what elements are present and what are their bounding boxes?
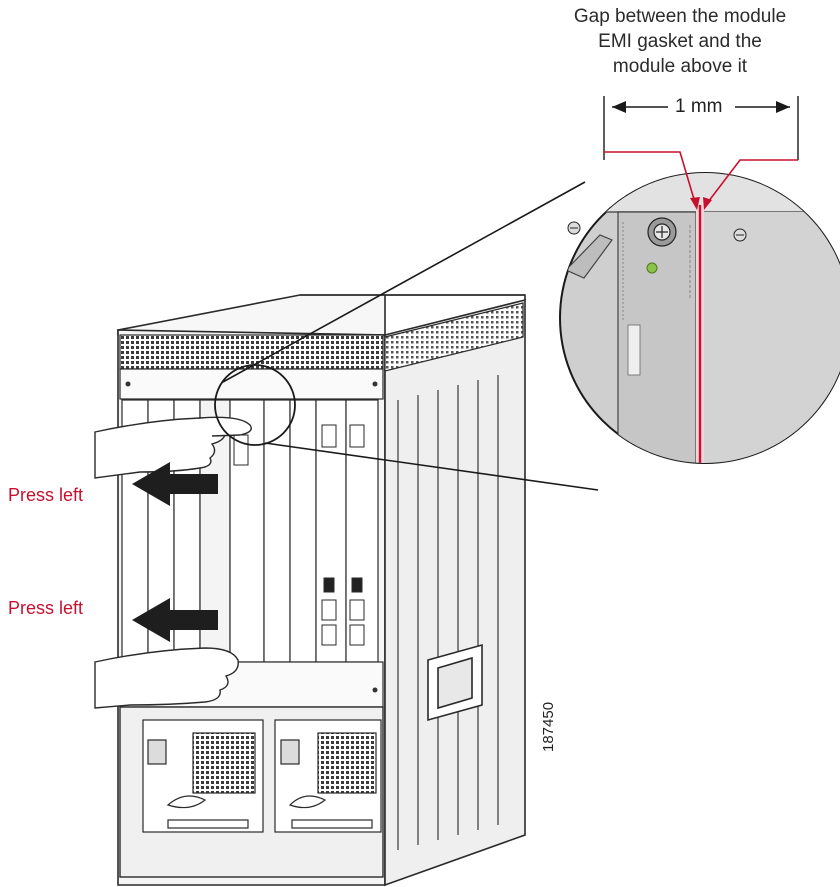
dimension-indicator — [603, 96, 799, 160]
front-vent-grill — [119, 334, 384, 370]
leader-line-bottom — [264, 442, 599, 491]
panel-screw-icon — [567, 221, 747, 242]
gap-callout-title: Gap between the module EMI gasket and th… — [573, 6, 787, 77]
side-carry-handle — [427, 643, 483, 722]
side-panel-stripes — [397, 375, 499, 850]
left-arrow-icon — [132, 598, 218, 642]
leader-line-top — [222, 181, 586, 383]
left-arrow-icon — [132, 462, 218, 506]
figure-number: 187450 — [540, 701, 557, 752]
power-supply-left — [142, 719, 264, 833]
press-left-label-lower: Press left — [8, 598, 84, 618]
power-supply-right — [274, 719, 382, 833]
press-left-label-upper: Press left — [8, 485, 84, 505]
status-led-icon — [646, 262, 658, 274]
top-rail — [119, 368, 384, 400]
captive-screw-icon — [647, 217, 677, 247]
hand-icon — [94, 647, 239, 709]
dimension-label: 1 mm — [672, 96, 726, 118]
zoom-detail — [559, 172, 840, 464]
hand-icon — [94, 416, 252, 479]
side-vent-grill — [384, 302, 524, 372]
gap-pointer-lines — [604, 151, 798, 210]
